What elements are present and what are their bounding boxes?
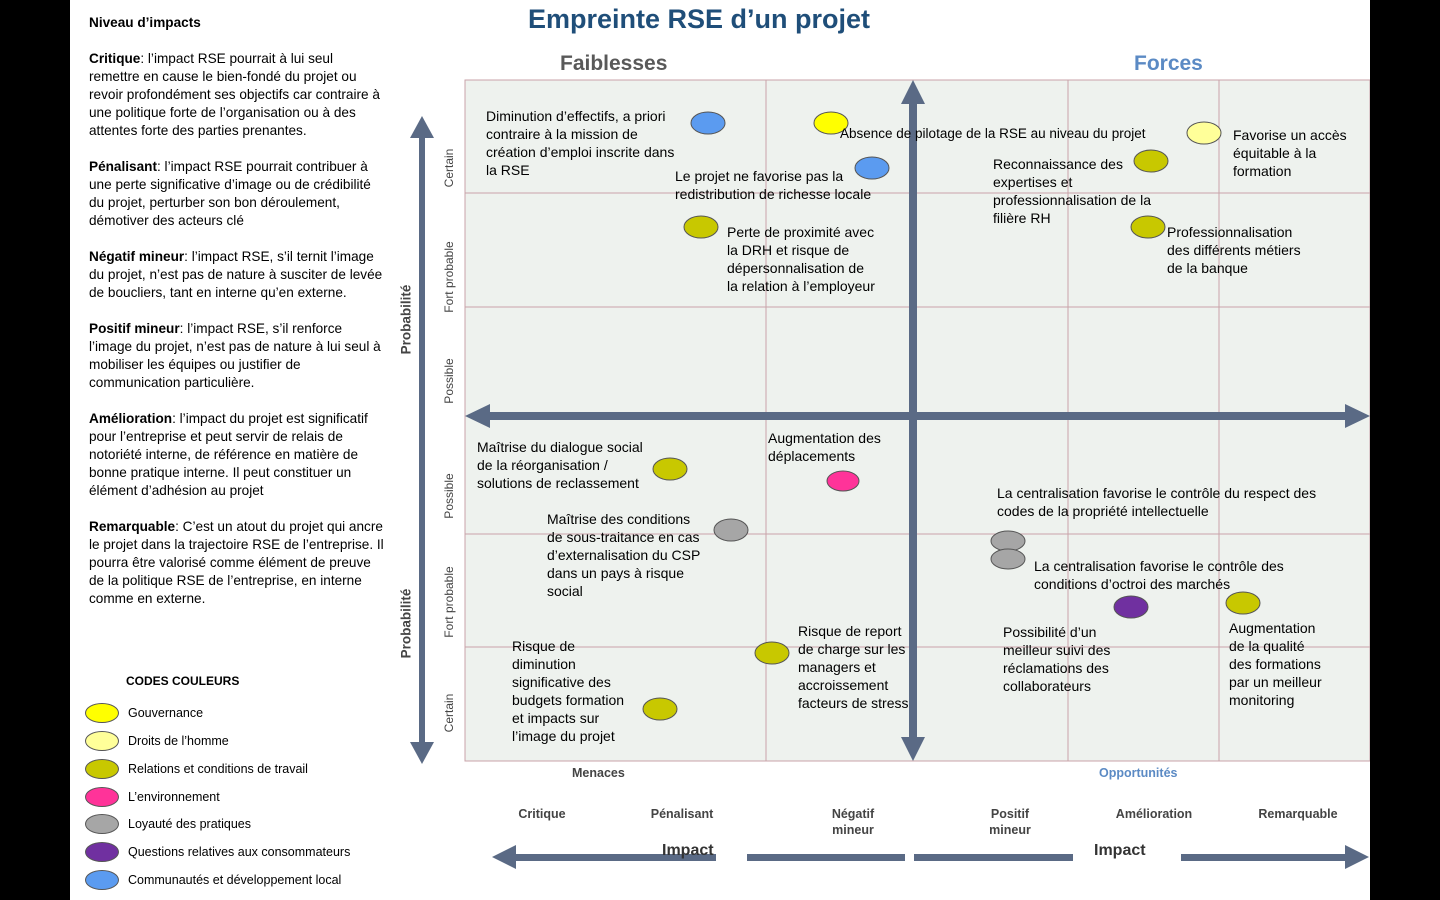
header-faiblesses: Faiblesses — [560, 52, 668, 75]
swatch — [85, 870, 119, 890]
row-label-fort-probable-top: Fort probable — [442, 241, 456, 313]
level-negatif-mineur: Négatif mineur — [831, 807, 875, 837]
dot-professionnalisation — [1130, 215, 1166, 239]
item-reconnaissance: Reconnaissance des expertises et profess… — [993, 156, 1151, 226]
level-critique: Critique — [518, 807, 566, 821]
dot-deplacements — [826, 470, 860, 492]
level-amelioration: Amélioration — [1115, 807, 1193, 821]
dot-sous-traitance — [713, 518, 749, 542]
impact-label-right: Impact — [1094, 842, 1146, 859]
legend-negatif-mineur: Négatif mineur: l’impact RSE, s’il terni… — [89, 249, 383, 300]
dot-perte-proximite — [683, 215, 719, 239]
item-budgets-formation: Risque de diminution significative des b… — [512, 638, 625, 744]
label-menaces: Menaces — [572, 766, 625, 780]
impact-levels-legend: Niveau d’impacts Critique: l’impact RSE … — [89, 14, 385, 626]
impact-label-left: Impact — [662, 842, 714, 859]
item-dialogue-social: Maîtrise du dialogue social de la réorga… — [477, 439, 643, 491]
swatch — [85, 814, 119, 834]
item-absence-pilotage: Absence de pilotage de la RSE au niveau … — [840, 126, 1146, 141]
item-acces-formation: Favorise un accès équitable à la formati… — [1233, 127, 1347, 179]
row-label-certain-bottom: Certain — [442, 693, 456, 733]
item-redistribution: Le projet ne favorise pas la redistribut… — [675, 168, 872, 202]
legend-critique: Critique: l’impact RSE pourrait à lui se… — [89, 51, 380, 138]
item-octroi-marches: La centralisation favorise le contrôle d… — [1034, 558, 1284, 592]
item-diminution-effectifs: Diminution d’effectifs, a priori contrai… — [486, 108, 675, 178]
header-forces: Forces — [1134, 52, 1203, 75]
level-remarquable: Remarquable — [1258, 807, 1338, 821]
swatch — [85, 842, 119, 862]
item-propriete-intellectuelle: La centralisation favorise le contrôle d… — [997, 485, 1317, 519]
swatch — [85, 759, 119, 779]
dot-absence-pilotage — [813, 111, 849, 135]
impact-dots — [642, 111, 1261, 721]
legend-positif-mineur: Positif mineur: l’impact RSE, s’il renfo… — [89, 321, 381, 390]
dot-reclamations — [1113, 595, 1149, 619]
level-penalisant: Pénalisant — [650, 807, 714, 821]
slide: Niveau d’impacts Critique: l’impact RSE … — [70, 0, 1370, 900]
legend-amelioration: Amélioration: l’impact du projet est sig… — [89, 411, 368, 498]
legend-heading: Niveau d’impacts — [89, 15, 201, 30]
item-report-charge: Risque de report de charge sur les manag… — [798, 623, 909, 711]
swatch — [85, 787, 119, 807]
item-professionnalisation: Professionnalisation des différents méti… — [1167, 224, 1301, 276]
row-label-possible-bottom: Possible — [442, 473, 456, 519]
row-label-certain-top: Certain — [442, 148, 456, 188]
axis-probabilite-bottom: Probabilité — [398, 588, 414, 659]
dot-redistribution — [854, 156, 890, 180]
dot-propriete-intellectuelle — [990, 530, 1026, 552]
dot-octroi-marches — [990, 548, 1026, 570]
swatch — [85, 731, 119, 751]
legend-penalisant: Pénalisant: l’impact RSE pourrait contri… — [89, 159, 371, 228]
item-reclamations: Possibilité d’un meilleur suivi des récl… — [1003, 624, 1111, 694]
dot-dialogue-social — [652, 457, 688, 481]
dot-acces-formation — [1186, 121, 1222, 145]
dot-reconnaissance — [1133, 149, 1169, 173]
label-opportunites: Opportunités — [1099, 766, 1178, 780]
dot-report-charge — [754, 641, 790, 665]
item-deplacements: Augmentation des déplacements — [768, 430, 881, 464]
row-label-fort-probable-bottom: Fort probable — [442, 566, 456, 638]
item-qualite-formations: Augmentation de la qualité des formation… — [1229, 620, 1322, 708]
main-axes — [410, 80, 1370, 869]
dot-qualite-formations — [1225, 591, 1261, 615]
page-title: Empreinte RSE d’un projet — [528, 4, 871, 34]
dot-diminution-effectifs — [690, 111, 726, 135]
codes-title: CODES COULEURS — [126, 674, 240, 688]
level-positif-mineur: Positif mineur — [989, 807, 1031, 837]
axis-probabilite-top: Probabilité — [398, 284, 414, 355]
row-label-possible-top: Possible — [442, 358, 456, 404]
item-perte-proximite: Perte de proximité avec la DRH et risque… — [727, 224, 875, 294]
swatch — [85, 703, 119, 723]
dot-budgets-formation — [642, 697, 678, 721]
matrix-diagram — [410, 79, 1370, 869]
item-sous-traitance: Maîtrise des conditions de sous-traitanc… — [547, 511, 701, 599]
legend-remarquable: Remarquable: C’est un atout du projet qu… — [89, 519, 384, 606]
